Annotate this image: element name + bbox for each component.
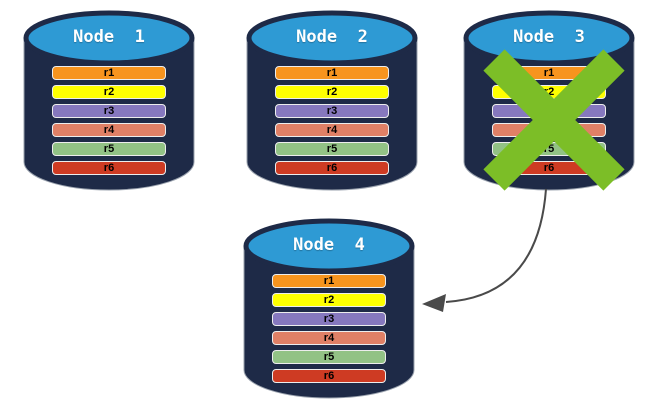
replica-bar-r6: r6 (52, 161, 166, 175)
replica-bar-r6: r6 (275, 161, 389, 175)
replica-bar-r6: r6 (272, 369, 386, 383)
replica-stack: r1 r2 r3 r4 r5 r6 (275, 66, 389, 180)
replica-bar-r3: r3 (272, 312, 386, 326)
node-4: Node 4 r1 r2 r3 r4 r5 r6 (242, 216, 416, 400)
replica-bar-r5: r5 (275, 142, 389, 156)
replica-stack: r1 r2 r3 r4 r5 r6 (52, 66, 166, 180)
arrow-curve (445, 188, 547, 303)
cylinder-top (463, 10, 635, 66)
x-stroke (483, 49, 625, 191)
replica-bar-r3: r3 (52, 104, 166, 118)
node-2: Node 2 r1 r2 r3 r4 r5 r6 (245, 8, 419, 192)
replica-bar-r2: r2 (275, 85, 389, 99)
node-4-title: Node 4 (293, 235, 365, 255)
replica-bar-r1: r1 (272, 274, 386, 288)
node-1: Node 1 r1 r2 r3 r4 r5 r6 (22, 8, 196, 192)
replica-stack: r1 r2 r3 r4 r5 r6 (272, 274, 386, 388)
failure-x-icon (483, 49, 625, 191)
node-2-title: Node 2 (296, 27, 368, 47)
replica-bar-r4: r4 (272, 331, 386, 345)
replica-bar-r2: r2 (272, 293, 386, 307)
cylinder-top (23, 10, 195, 66)
replica-bar-r1: r1 (52, 66, 166, 80)
node-3-failed: Node 3 r1 r2 r3 r4 r5 r6 (462, 8, 636, 192)
replica-bar-r4: r4 (52, 123, 166, 137)
cylinder-top (243, 218, 415, 274)
node-1-title: Node 1 (73, 27, 145, 47)
cylinder-top (246, 10, 418, 66)
replica-bar-r4: r4 (275, 123, 389, 137)
replica-bar-r5: r5 (272, 350, 386, 364)
replica-bar-r5: r5 (52, 142, 166, 156)
arrow-head (422, 294, 446, 312)
node-3-title: Node 3 (513, 27, 585, 47)
replica-bar-r2: r2 (52, 85, 166, 99)
replica-bar-r3: r3 (275, 104, 389, 118)
replica-bar-r1: r1 (275, 66, 389, 80)
